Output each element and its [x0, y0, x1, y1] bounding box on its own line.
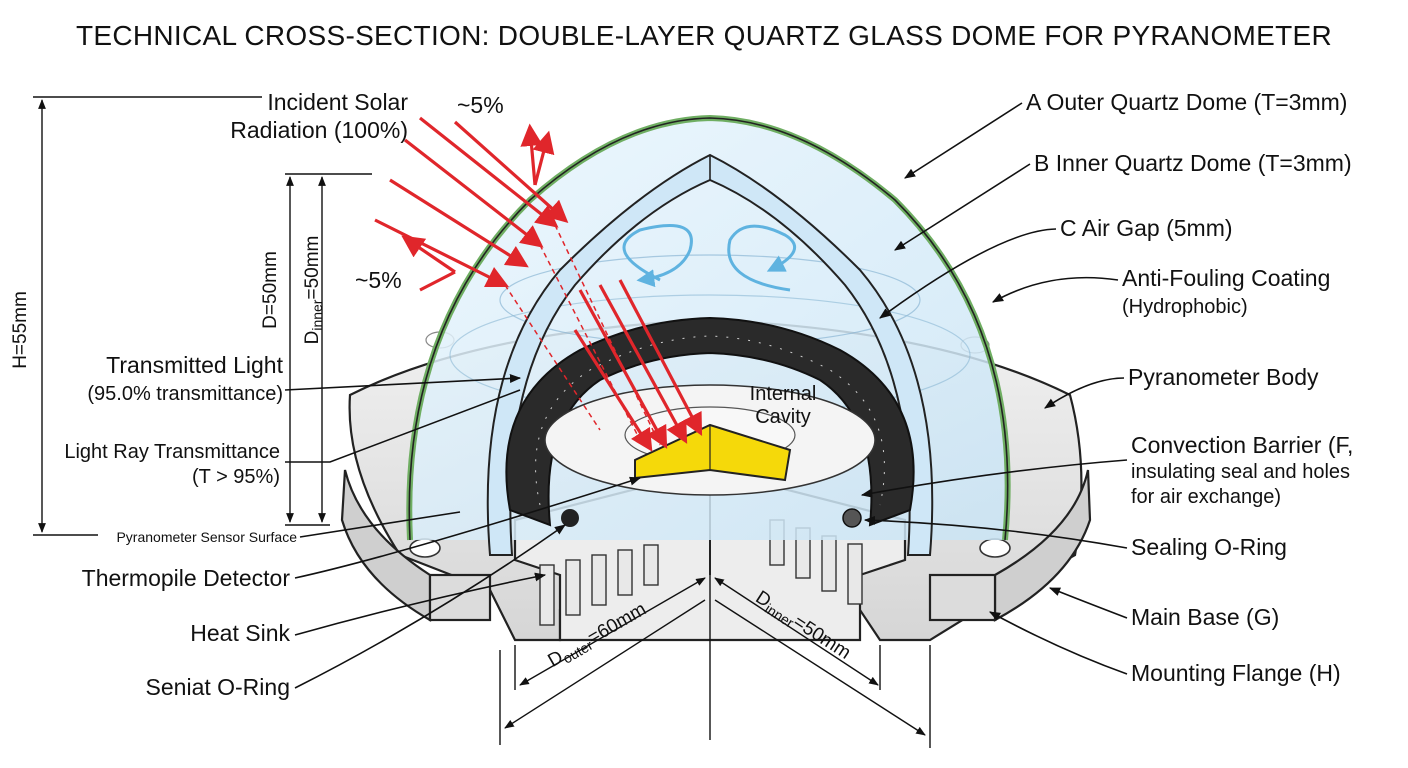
air-gap-convection [622, 224, 797, 292]
label-cavity-1: Internal [750, 383, 817, 405]
incident-rays [374, 116, 703, 452]
d-inner-left-value: Dinner=50mm [302, 236, 325, 345]
height-value: H=55mm [10, 291, 31, 369]
sealing-oring-left [561, 509, 579, 527]
label-transmitted-1: Transmitted Light [106, 352, 283, 378]
label-barrier-3: for air exchange) [1131, 486, 1281, 508]
label-seniat-oring: Seniat O-Ring [146, 674, 290, 700]
label-ray-trans-1: Light Ray Transmittance [64, 441, 280, 463]
label-incident-1: Incident Solar [267, 89, 408, 115]
diameter-dimension: D=50mm Dinner=50mm [260, 173, 372, 526]
label-outer-dome: A Outer Quartz Dome (T=3mm) [1026, 89, 1347, 115]
label-reflect-top: ~5% [457, 92, 504, 118]
convection-barrier [505, 316, 915, 527]
label-flange: Mounting Flange (H) [1131, 660, 1341, 686]
label-ray-trans-2: (T > 95%) [192, 466, 280, 488]
inner-quartz-dome [486, 153, 934, 556]
label-sensor-surface: Pyranometer Sensor Surface [116, 529, 297, 545]
height-dimension: H=55mm [10, 96, 262, 536]
diameter-value: D=50mm [260, 251, 281, 329]
label-transmitted-2: (95.0% transmittance) [87, 383, 283, 405]
sealing-oring-right [842, 508, 862, 528]
label-reflect-left: ~5% [355, 267, 402, 293]
label-incident-2: Radiation (100%) [230, 117, 408, 143]
reflected-ray-top [520, 123, 543, 186]
reflected-ray-left [401, 235, 456, 274]
label-air-gap: C Air Gap (5mm) [1060, 215, 1233, 241]
overall-bottom-dimension [499, 599, 931, 748]
label-coating-2: (Hydrophobic) [1122, 296, 1248, 318]
label-main-base: Main Base (G) [1131, 604, 1279, 630]
label-inner-dome: B Inner Quartz Dome (T=3mm) [1034, 150, 1352, 176]
flange-hole-right [979, 538, 1011, 558]
label-heat-sink: Heat Sink [190, 620, 290, 646]
label-barrier-1: Convection Barrier (F, [1131, 432, 1353, 458]
label-cavity-2: Cavity [755, 406, 811, 428]
page-title: TECHNICAL CROSS-SECTION: DOUBLE-LAYER QU… [76, 20, 1332, 51]
label-thermopile: Thermopile Detector [82, 565, 291, 591]
label-body: Pyranometer Body [1128, 364, 1319, 390]
label-coating-1: Anti-Fouling Coating [1122, 265, 1330, 291]
label-barrier-2: insulating seal and holes [1131, 461, 1350, 483]
label-sealing-oring: Sealing O-Ring [1131, 534, 1287, 560]
